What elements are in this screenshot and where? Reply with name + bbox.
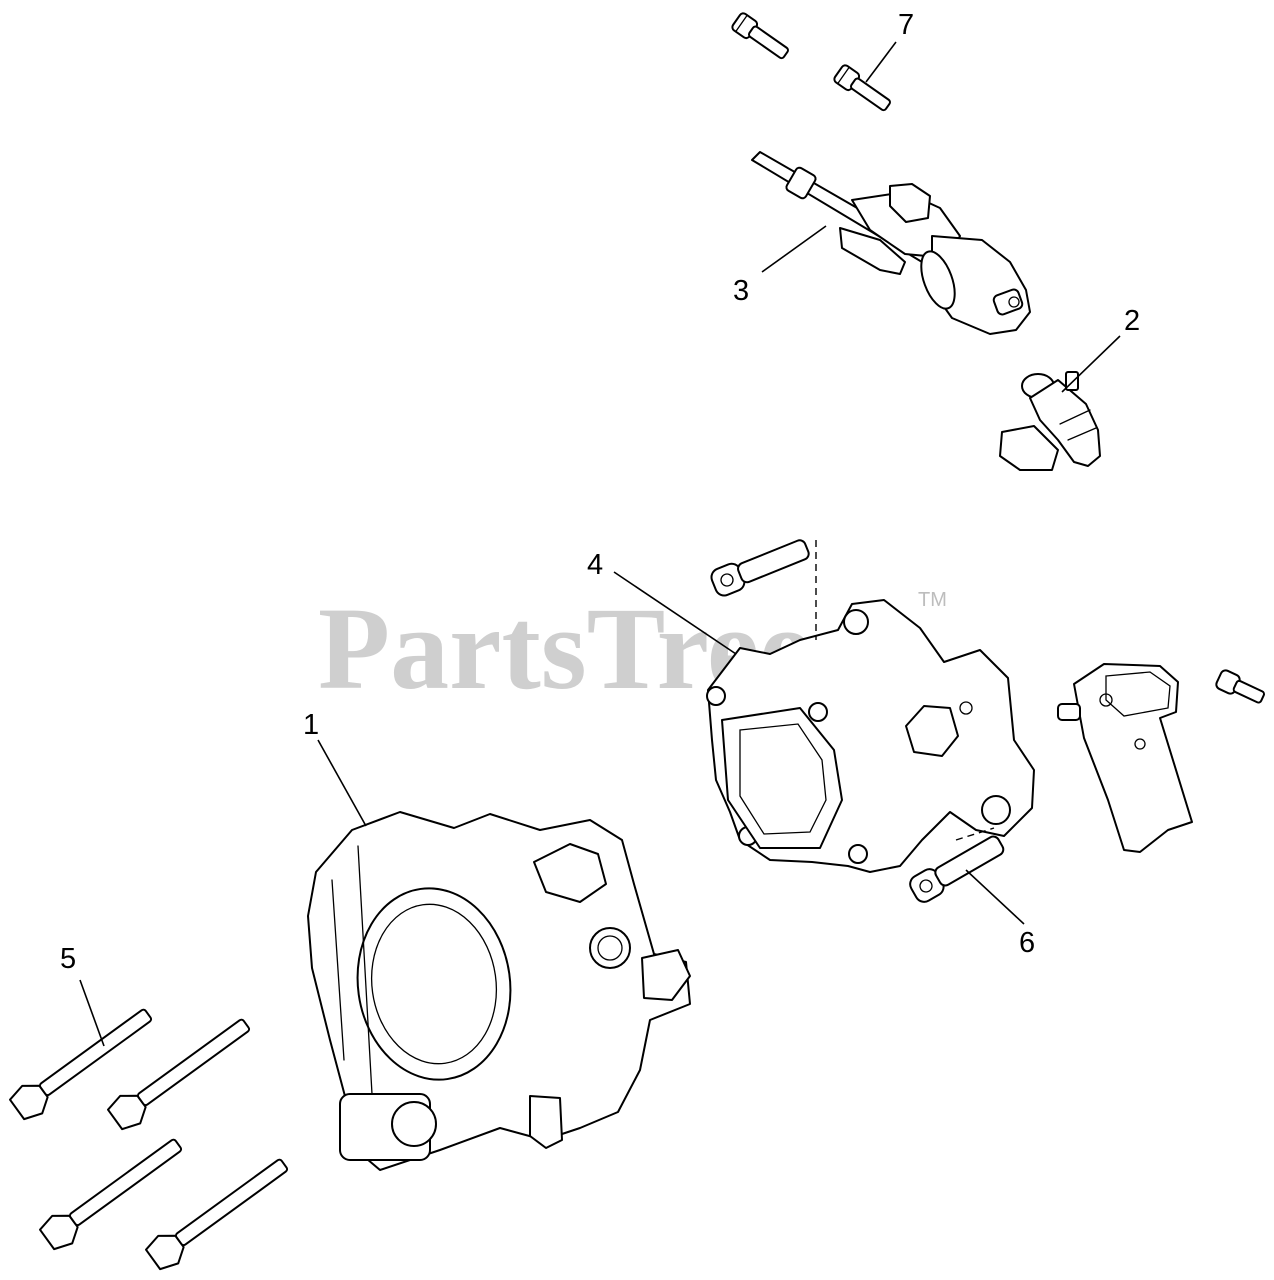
part-2-fuel-injector[interactable] (999, 371, 1101, 471)
part-4-adapter-housing[interactable] (706, 599, 1035, 873)
part-1-throttle-body[interactable] (307, 811, 691, 1171)
leader-7 (865, 41, 897, 83)
leader-1 (317, 739, 367, 827)
callout-1: 1 (303, 709, 319, 741)
part-3-fuel-rail[interactable] (751, 151, 1031, 335)
part-6-screws[interactable] (709, 535, 1008, 905)
callout-4: 4 (587, 549, 603, 581)
callout-5: 5 (60, 943, 76, 975)
manifold-pressure-sensor[interactable] (1057, 663, 1193, 853)
callout-numbers: 7 3 2 4 1 5 6 (60, 9, 1140, 975)
leader-4 (613, 571, 737, 655)
callout-7: 7 (898, 9, 914, 41)
leader-2 (1061, 335, 1121, 393)
callout-3: 3 (733, 275, 749, 307)
leader-5 (79, 979, 105, 1047)
part-5-long-bolts[interactable] (8, 1001, 295, 1274)
leader-6 (965, 869, 1025, 925)
leader-3 (761, 225, 827, 273)
sensor-bolt[interactable] (1215, 669, 1267, 707)
leader-lines (79, 41, 1121, 1047)
part-7-screws[interactable] (731, 12, 894, 115)
watermark-trademark: TM (918, 589, 947, 611)
callout-2: 2 (1124, 305, 1140, 337)
callout-6: 6 (1019, 927, 1035, 959)
